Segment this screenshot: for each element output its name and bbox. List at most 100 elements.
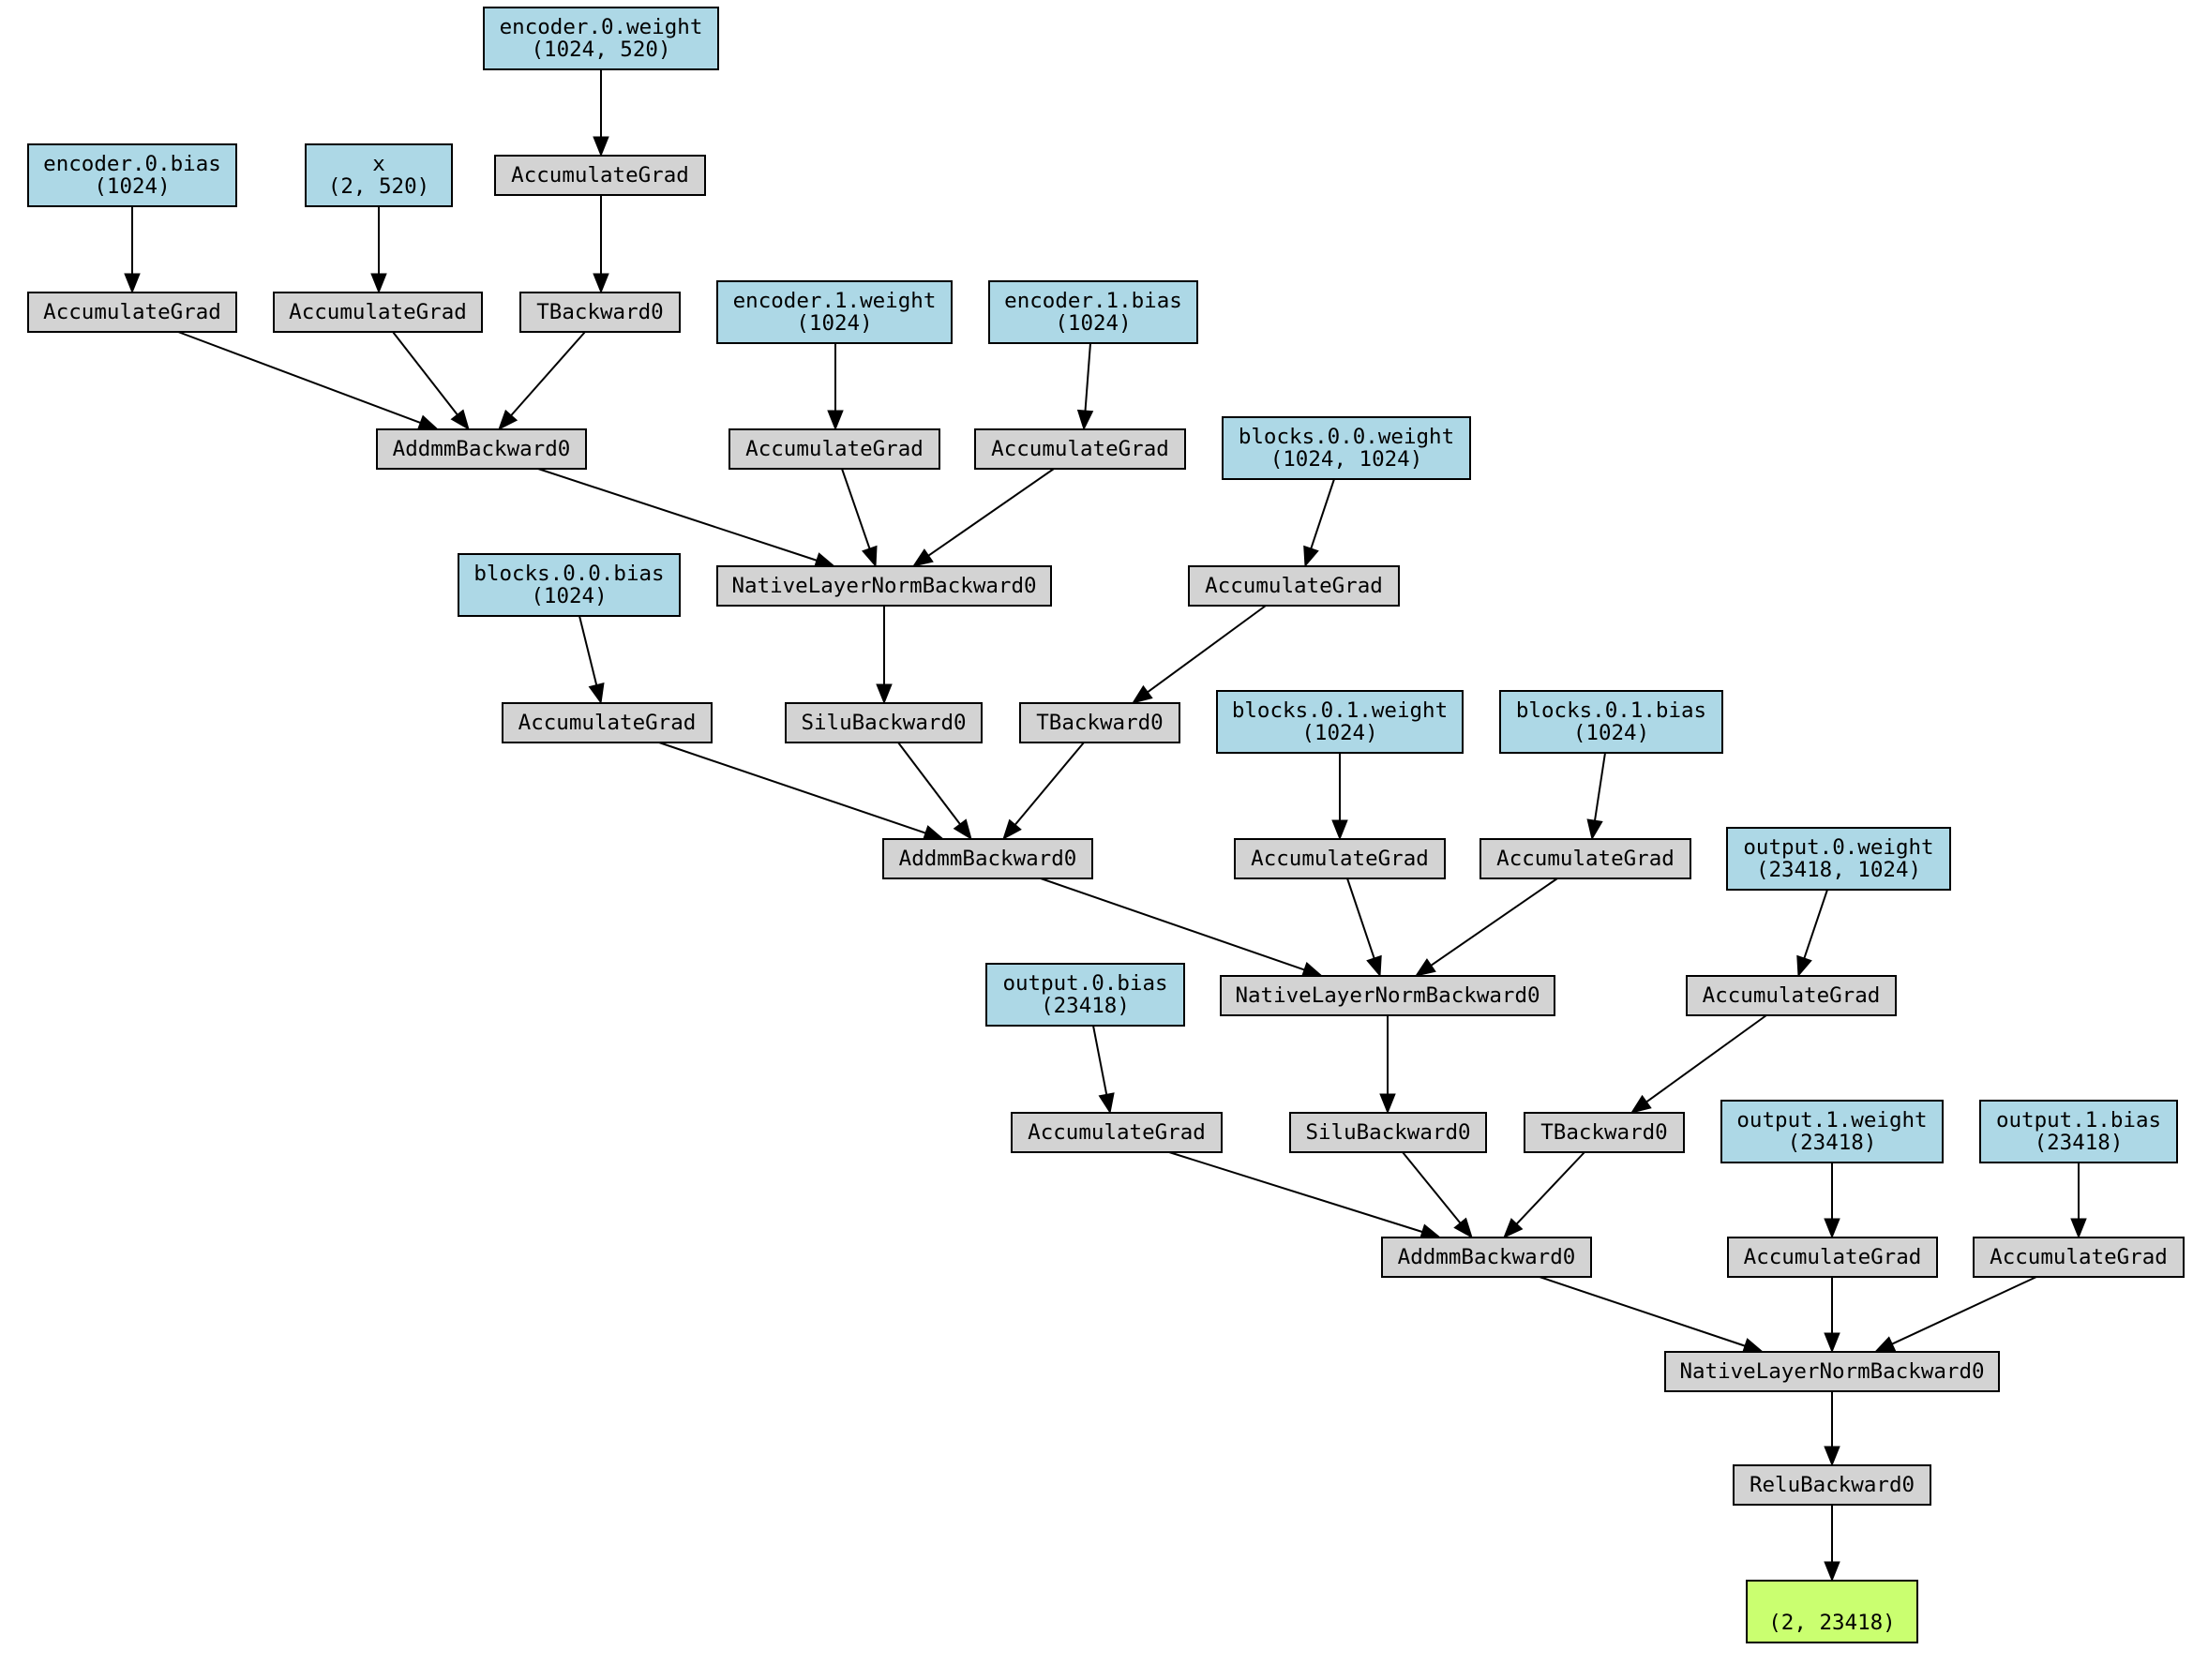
node-out0b: output.0.bias(23418): [985, 963, 1185, 1027]
op-node-box: [1524, 1112, 1685, 1153]
arrowhead-icon: [1824, 1561, 1840, 1582]
op-node-box: [1973, 1237, 2185, 1278]
arrowhead-icon: [370, 273, 387, 294]
edge-line: [1147, 605, 1267, 693]
edge-ag-out0w-to-t-out0: [1630, 1014, 1767, 1114]
param-node-box: [27, 143, 237, 207]
edge-line: [1803, 889, 1828, 959]
node-label-line: AccumulateGrad: [1251, 847, 1429, 871]
node-b01w: blocks.0.1.weight(1024): [1216, 690, 1464, 754]
arrowhead-icon: [1873, 1336, 1897, 1353]
arrowhead-icon: [1824, 1332, 1840, 1354]
edge-line: [1516, 1151, 1585, 1225]
edge-line: [1430, 878, 1558, 967]
arrowhead-icon: [450, 409, 470, 431]
node-out0w: output.0.weight(23418, 1024): [1726, 827, 1951, 891]
edge-ln1-to-silu1: [1379, 1015, 1396, 1115]
edge-ag-b00w-to-t-b00: [1131, 605, 1267, 704]
node-label-line: (1024): [1573, 721, 1649, 745]
node-out1b: output.1.bias(23418): [1979, 1100, 2178, 1163]
node-ag-x: AccumulateGrad: [273, 292, 483, 333]
edge-addmm1-to-ln1: [1040, 878, 1324, 978]
arrowhead-icon: [1300, 962, 1324, 978]
node-label-line: encoder.1.bias: [1004, 289, 1182, 313]
node-label-line: encoder.1.weight: [733, 289, 937, 313]
edge-line: [927, 468, 1055, 557]
arrowhead-icon: [1824, 1446, 1840, 1467]
op-node-box: [1480, 838, 1691, 879]
node-label-line: x: [372, 152, 385, 176]
node-label-line: blocks.0.1.bias: [1516, 698, 1706, 723]
edge-line: [658, 742, 926, 834]
edge-line: [177, 331, 421, 424]
arrowhead-icon: [1002, 818, 1022, 841]
param-node-box: [1720, 1100, 1944, 1163]
node-label-line: AccumulateGrad: [1744, 1245, 1922, 1269]
node-label-line: AccumulateGrad: [745, 437, 924, 461]
node-ag-enc0b: AccumulateGrad: [27, 292, 237, 333]
node-b00w: blocks.0.0.weight(1024, 1024): [1222, 416, 1471, 480]
node-label-line: (2, 23418): [1768, 1611, 1895, 1635]
edge-silu0-to-addmm1: [897, 742, 972, 841]
arrowhead-icon: [1503, 1218, 1524, 1238]
edge-addmm0-to-ln0: [537, 468, 836, 568]
arrowhead-icon: [1414, 958, 1436, 977]
param-node-box: [985, 963, 1185, 1027]
node-t-enc0: TBackward0: [519, 292, 681, 333]
node-ag-out0b: AccumulateGrad: [1011, 1112, 1223, 1153]
node-label-line: AccumulateGrad: [289, 300, 467, 324]
node-label-line: AccumulateGrad: [1205, 574, 1383, 598]
arrowhead-icon: [1824, 1218, 1840, 1239]
node-label-line: encoder.0.bias: [43, 152, 221, 176]
node-b00b: blocks.0.0.bias(1024): [458, 553, 681, 617]
edge-out0w-to-ag-out0w: [1796, 889, 1828, 978]
node-enc1w: encoder.1.weight(1024): [716, 280, 953, 344]
node-label-line: ReluBackward0: [1750, 1473, 1915, 1497]
node-label-line: SiluBackward0: [1305, 1120, 1470, 1145]
node-label-line: (23418): [1788, 1131, 1877, 1155]
node-label-line: AddmmBackward0: [899, 847, 1077, 871]
edge-addmm2-to-ln2: [1539, 1276, 1765, 1354]
op-node-box: [273, 292, 483, 333]
op-node-box: [1727, 1237, 1938, 1278]
node-label-line: AccumulateGrad: [518, 711, 697, 735]
op-node-box: [716, 565, 1052, 607]
op-node-box: [1381, 1237, 1592, 1278]
node-label-line: AccumulateGrad: [1028, 1120, 1206, 1145]
arrowhead-icon: [593, 136, 609, 158]
edge-b00w-to-ag-b00w: [1303, 478, 1335, 568]
node-label-line: AccumulateGrad: [43, 300, 221, 324]
arrowhead-icon: [953, 818, 972, 841]
param-node-box: [1979, 1100, 2178, 1163]
edge-line: [537, 468, 818, 562]
node-label-line: (23418): [1041, 994, 1130, 1018]
arrowhead-icon: [827, 410, 844, 431]
param-node-box: [988, 280, 1198, 344]
op-node-box: [1686, 975, 1897, 1016]
node-ag-enc1b: AccumulateGrad: [974, 428, 1186, 470]
arrowhead-icon: [1741, 1338, 1765, 1354]
arrowhead-icon: [1796, 954, 1812, 978]
arrowhead-icon: [911, 548, 934, 567]
edge-line: [1891, 1276, 2037, 1345]
edge-line: [1310, 478, 1335, 549]
edge-enc0b-to-ag-enc0b: [124, 206, 141, 294]
op-node-box: [1011, 1112, 1223, 1153]
node-enc1b: encoder.1.bias(1024): [988, 280, 1198, 344]
node-x: x(2, 520): [305, 143, 453, 207]
op-node-box: [785, 702, 983, 743]
edge-b00b-to-ag-b00b: [578, 615, 605, 705]
edge-ln0-to-silu0: [876, 606, 893, 705]
edge-line: [897, 742, 961, 825]
op-node-box: [376, 428, 587, 470]
edge-line: [1168, 1151, 1423, 1233]
edge-enc1b-to-ag-enc1b: [1076, 342, 1094, 431]
node-label-line: (2, 520): [328, 174, 429, 199]
op-node-box: [502, 702, 713, 743]
edge-ag-b00b-to-addmm1: [658, 742, 945, 841]
edge-ag-b01w-to-ln1: [1346, 878, 1382, 978]
arrowhead-icon: [1630, 1094, 1652, 1114]
node-label-line: TBackward0: [1036, 711, 1163, 735]
node-ag-b01w: AccumulateGrad: [1234, 838, 1446, 879]
node-t-out0: TBackward0: [1524, 1112, 1685, 1153]
